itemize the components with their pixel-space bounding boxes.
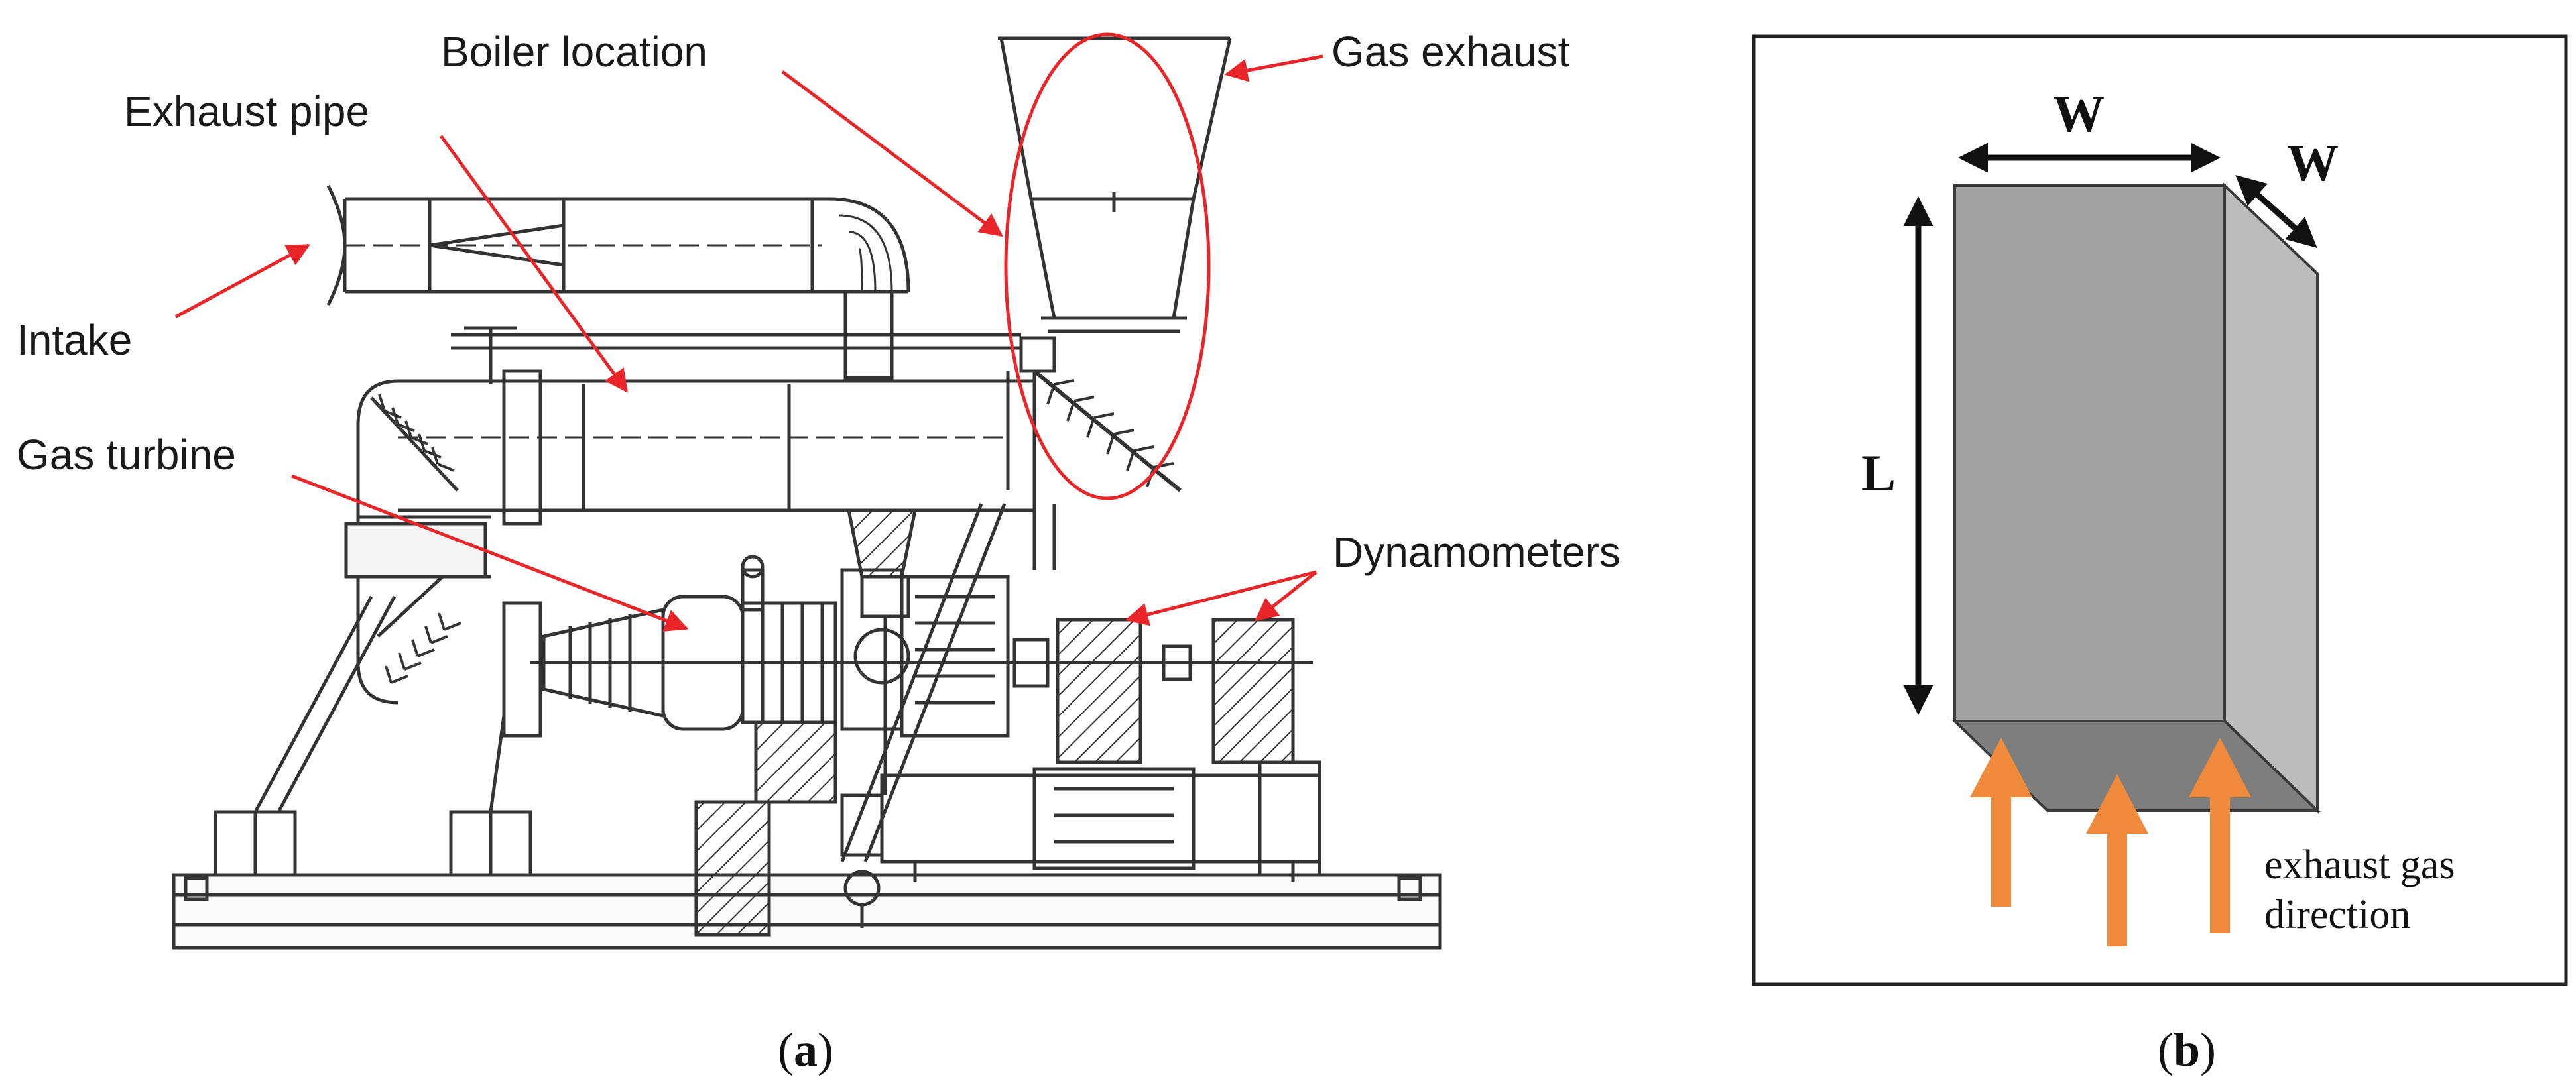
exhaust-pipe-arrow bbox=[439, 135, 629, 393]
label-exhaust-pipe: Exhaust pipe bbox=[124, 87, 369, 135]
flow-label-line1: exhaust gas bbox=[2264, 842, 2455, 887]
upper-rail bbox=[451, 326, 1021, 384]
flow-label-line2: direction bbox=[2264, 892, 2410, 937]
caption-b-letter: b bbox=[2174, 1023, 2200, 1076]
box-side-face bbox=[2223, 182, 2319, 814]
gas-turbine bbox=[530, 555, 1313, 804]
boiler-highlight-ellipse bbox=[1004, 32, 1211, 500]
gas-turbine-arrow bbox=[291, 474, 689, 632]
boiler-location-arrow bbox=[781, 70, 1003, 237]
depth-arrow bbox=[2235, 175, 2317, 248]
support-feet bbox=[214, 800, 771, 937]
label-gas-exhaust: Gas exhaust bbox=[1331, 28, 1570, 76]
intake-arrow bbox=[174, 243, 311, 319]
dimension-w-front: W bbox=[2053, 85, 2105, 143]
gas-exhaust-arrow bbox=[1224, 54, 1323, 82]
boiler-box bbox=[1951, 182, 2321, 814]
panel-b: W W L exhaust gas direction (b) bbox=[1752, 34, 2568, 1076]
caption-a-open: ( bbox=[778, 1023, 794, 1076]
label-gas-turbine: Gas turbine bbox=[17, 431, 236, 479]
label-boiler-location: Boiler location bbox=[441, 28, 707, 76]
dynamometer-arrow-1 bbox=[1125, 570, 1317, 626]
box-front-face bbox=[1953, 184, 2226, 722]
dimension-l: L bbox=[1861, 444, 1896, 502]
flow-arrow-right bbox=[2189, 738, 2251, 933]
dynamometer-arrow-2 bbox=[1255, 571, 1318, 622]
exhaust-stack bbox=[998, 36, 1232, 570]
drive-coupling bbox=[1012, 638, 1192, 688]
flow-arrow-left bbox=[1970, 738, 2032, 907]
label-dynamometers: Dynamometers bbox=[1333, 528, 1621, 576]
panel-a: Boiler location Gas exhaust Exhaust pipe… bbox=[17, 28, 1621, 1076]
center-column bbox=[846, 508, 918, 795]
base-frame bbox=[172, 873, 1442, 950]
exhaust-flow-arrows bbox=[1970, 738, 2251, 946]
intake-duct bbox=[326, 184, 910, 380]
label-intake: Intake bbox=[17, 316, 132, 364]
test-rig-schematic bbox=[172, 36, 1442, 950]
caption-b-close: ) bbox=[2200, 1023, 2216, 1076]
caption-a-letter: a bbox=[794, 1023, 818, 1076]
caption-b: (b) bbox=[2158, 1023, 2216, 1076]
caption-a: (a) bbox=[778, 1023, 833, 1076]
annotation-arrows bbox=[174, 54, 1323, 632]
bend-vanes bbox=[378, 379, 1174, 684]
caption-a-close: ) bbox=[818, 1023, 833, 1076]
dimension-w-depth: W bbox=[2287, 134, 2339, 192]
exhaust-pipe bbox=[344, 369, 1034, 738]
flow-arrow-middle bbox=[2086, 774, 2148, 946]
dimension-arrows bbox=[1903, 143, 2317, 715]
caption-b-open: ( bbox=[2158, 1023, 2174, 1076]
dynamometer-1 bbox=[1056, 618, 1142, 764]
frame-struts bbox=[253, 503, 1007, 862]
dynamometer-2 bbox=[1211, 618, 1295, 764]
